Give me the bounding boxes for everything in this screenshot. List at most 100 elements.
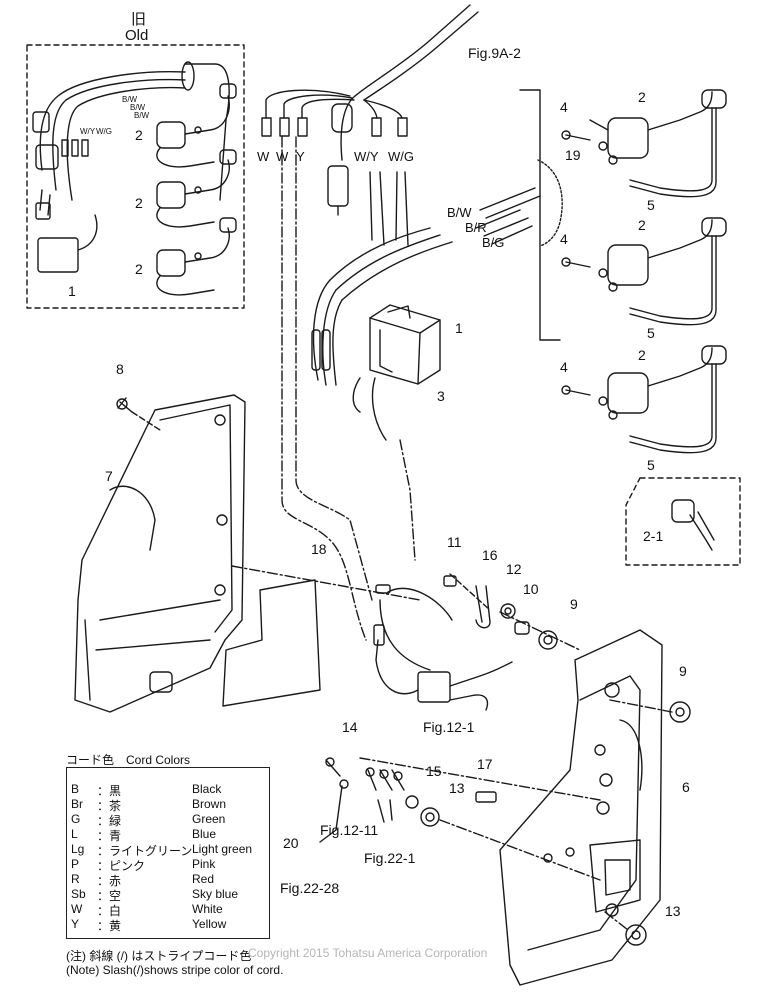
part-18: 18 <box>311 541 327 557</box>
legend-code: B <box>71 782 80 796</box>
legend-en: Brown <box>192 797 227 811</box>
legend-jp: ：空 <box>97 889 122 903</box>
part-8: 8 <box>116 361 124 377</box>
old-part-2-a: 2 <box>135 127 143 143</box>
old-part-1: 1 <box>68 283 76 299</box>
legend-code: R <box>71 872 80 886</box>
legend-row: Y ：黄 Yellow <box>67 917 271 933</box>
legend-jp: ：黒 <box>97 784 122 798</box>
old-wire-bw-3: B/W <box>134 111 150 120</box>
part-9-b: 9 <box>679 663 687 679</box>
wire-w-2: W <box>276 149 289 164</box>
legend-en: Pink <box>192 857 216 871</box>
legend-code: L <box>71 827 78 841</box>
note-en: (Note) Slash(/)shows stripe color of cor… <box>66 963 284 977</box>
legend-title: コード色 Cord Colors <box>66 753 191 767</box>
legend-jp: ：茶 <box>97 799 122 813</box>
legend-row: R ：赤 Red <box>67 872 271 888</box>
part-2-c: 2 <box>638 347 646 363</box>
cord-color-legend: B ：黒 Black Br ：茶 Brown G ：緑 Green L ：青 B… <box>66 767 270 939</box>
cdi-unit <box>352 304 441 441</box>
old-wire-bw-1: B/W <box>122 95 138 104</box>
part-3: 3 <box>437 388 445 404</box>
legend-jp: ：緑 <box>97 814 122 828</box>
part-2-b: 2 <box>638 217 646 233</box>
legend-jp: ：ライトグリーン <box>97 844 193 858</box>
legend-en: Green <box>192 812 226 826</box>
legend-row: G ：緑 Green <box>67 812 271 828</box>
part-6: 6 <box>682 779 690 795</box>
legend-en: Blue <box>192 827 217 841</box>
copyright-watermark: Copyright 2015 Tohatsu America Corporati… <box>248 946 488 960</box>
part-13-a: 13 <box>449 780 465 796</box>
part-15: 15 <box>426 763 442 779</box>
old-part-2-c: 2 <box>135 261 143 277</box>
ignition-coils <box>561 89 727 454</box>
legend-row: Br ：茶 Brown <box>67 797 271 813</box>
part-13-b: 13 <box>665 903 681 919</box>
legend-row: L ：青 Blue <box>67 827 271 843</box>
part-20: 20 <box>283 835 299 851</box>
main-harness <box>261 4 479 386</box>
fig-ref-9a-2[interactable]: Fig.9A-2 <box>468 45 521 61</box>
note-jp: (注) 斜線 (/) はストライプコード色 <box>66 949 252 963</box>
wire-bg: B/G <box>482 235 505 250</box>
fig-ref-22-1[interactable]: Fig.22-1 <box>364 850 416 866</box>
part-17: 17 <box>477 756 493 772</box>
legend-en: Yellow <box>192 917 227 931</box>
cover-7 <box>74 394 246 713</box>
legend-jp: ：赤 <box>97 874 122 888</box>
legend-jp: ：ピンク <box>97 859 146 873</box>
legend-en: Sky blue <box>192 887 239 901</box>
part-19: 19 <box>565 147 581 163</box>
legend-code: P <box>71 857 80 871</box>
part-2-1: 2-1 <box>643 528 664 544</box>
part-7: 7 <box>105 468 113 484</box>
wire-bw: B/W <box>447 205 472 220</box>
legend-en: Black <box>192 782 222 796</box>
old-title-jp: 旧 <box>131 11 147 28</box>
part-12: 12 <box>506 561 522 577</box>
old-wire-wg: W/G <box>96 127 112 136</box>
part-4-b: 4 <box>560 231 568 247</box>
part-10: 10 <box>523 581 539 597</box>
bracket-6 <box>499 629 663 986</box>
legend-row: W ：白 White <box>67 902 271 918</box>
part-2-a: 2 <box>638 89 646 105</box>
fig-ref-12-11[interactable]: Fig.12-11 <box>320 822 379 838</box>
legend-row: Sb ：空 Sky blue <box>67 887 271 903</box>
grommet-19 <box>537 159 563 247</box>
wire-br: B/R <box>465 220 487 235</box>
fig-ref-22-28[interactable]: Fig.22-28 <box>280 880 340 896</box>
legend-row: P ：ピンク Pink <box>67 857 271 873</box>
old-wire-wy: W/Y <box>80 127 96 136</box>
fig-ref-12-1[interactable]: Fig.12-1 <box>423 719 475 735</box>
legend-row: Lg ：ライトグリーン Light green <box>67 842 271 858</box>
legend-en: White <box>192 902 223 916</box>
legend-en: Red <box>192 872 215 886</box>
label-18 <box>222 579 321 707</box>
legend-code: Y <box>71 917 80 931</box>
wire-w-1: W <box>257 149 270 164</box>
legend-code: Br <box>71 797 83 811</box>
part-5-a: 5 <box>647 197 655 213</box>
part-1: 1 <box>455 320 463 336</box>
old-title-en: Old <box>125 27 149 44</box>
legend-jp: ：黄 <box>97 919 122 933</box>
legend-en: Light green <box>192 842 253 856</box>
legend-jp: ：白 <box>97 904 122 918</box>
cap-box <box>625 477 741 566</box>
part-4-c: 4 <box>560 359 568 375</box>
old-coils <box>156 83 237 296</box>
old-wire-bw-2: B/W <box>130 103 146 112</box>
wire-y: Y <box>296 149 305 164</box>
wire-wy: W/Y <box>354 149 379 164</box>
legend-code: Sb <box>71 887 86 901</box>
legend-row: B ：黒 Black <box>67 782 271 798</box>
part-11: 11 <box>447 534 462 550</box>
old-section-frame <box>26 44 245 309</box>
part-14: 14 <box>342 719 358 735</box>
legend-jp: ：青 <box>97 829 122 843</box>
legend-code: G <box>71 812 81 826</box>
